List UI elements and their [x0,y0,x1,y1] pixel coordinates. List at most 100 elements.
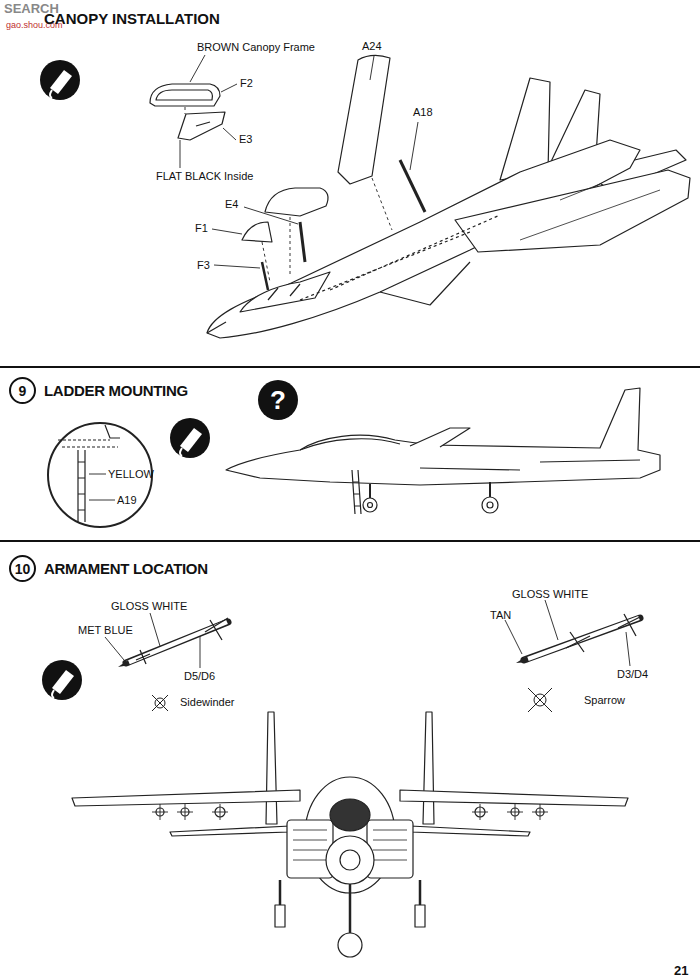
line-art [423,712,434,824]
section-heading: CANOPY INSTALLATION [44,10,220,27]
part-number: F2 [240,77,253,90]
line-art [268,284,300,300]
part-number: E4 [225,198,238,211]
line-art [516,656,529,663]
jet-top-view [207,78,690,338]
step-number-text: ? [270,385,286,416]
line-art [338,933,362,957]
step-number-text: 9 [19,383,27,399]
line-art [363,498,377,512]
line-art [118,660,130,667]
part-number: E3 [239,133,252,146]
line-art [52,690,54,698]
line-art [136,618,228,664]
line-art [156,90,213,100]
line-art [240,272,330,312]
line-art [105,613,200,668]
line-art [180,140,181,168]
line-art [505,600,630,666]
line-art [180,448,182,456]
line-art [400,160,425,212]
part-number: A19 [117,494,137,507]
paint-note: YELLOW [108,468,154,481]
line-art [349,884,352,933]
line-art [352,470,361,514]
sparrow-missile [505,600,642,712]
line-art [0,540,700,542]
section-rules [0,367,700,541]
line-art [212,804,488,820]
line-art [150,84,220,106]
line-art [326,836,374,884]
line-art [300,439,400,450]
line-art [275,905,285,927]
line-art [0,366,700,368]
line-art [50,90,52,98]
line-art [52,670,74,694]
leader-lines [180,55,418,282]
missile-name: Sidewinder [180,696,234,709]
line-art [287,820,333,878]
line-art [482,497,498,513]
missile-name: Sparrow [584,694,625,707]
paint-note: MET BLUE [78,624,133,637]
line-art [212,229,242,234]
section-heading: LADDER MOUNTING [44,382,188,399]
line-art [152,804,548,820]
part-number: A18 [413,106,433,119]
page-number: 21 [674,964,688,979]
jet-front-view [72,712,628,957]
canopy-parts [150,55,425,290]
paint-note: GLOSS WHITE [111,600,187,613]
line-art [410,428,470,447]
line-art [40,60,80,100]
line-art [126,622,228,663]
line-art [221,84,237,92]
line-art [380,262,470,305]
question-symbol: ? [258,380,298,420]
line-art [410,122,418,170]
part-number: D3/D4 [617,668,648,681]
line-art [528,688,552,712]
line-art [244,207,298,224]
line-art [196,122,210,126]
line-art [266,712,277,824]
line-art [214,265,260,268]
line-art [105,425,120,438]
paint-note: TAN [490,609,511,622]
line-art [180,428,202,452]
line-art [185,107,392,282]
line-art [152,695,168,711]
section-heading: ARMAMENT LOCATION [44,560,208,577]
line-art [190,55,205,82]
line-art [207,322,226,333]
line-art [566,614,642,652]
line-art [265,188,328,216]
step-number: 10ARMAMENT LOCATION [9,555,36,582]
part-number: D5/D6 [184,670,215,683]
line-art [300,215,500,300]
paint-note: GLOSS WHITE [512,588,588,601]
line-art [42,660,82,700]
part-number: F3 [197,259,210,272]
line-art [78,450,85,522]
paint-note: FLAT BLACK Inside [156,170,253,183]
line-art [400,790,628,806]
line-art [178,112,225,140]
line-art [242,222,272,242]
line-art [370,56,374,80]
paint-icon [40,60,210,700]
line-art [58,440,118,447]
line-art [72,790,300,806]
line-art [330,799,370,831]
line-art [415,905,425,927]
line-art [223,128,236,140]
line-art [338,55,390,184]
paint-note: BROWN Canopy Frame [197,41,315,54]
step-number-text: 10 [15,561,31,577]
step-number: 9LADDER MOUNTING [9,377,36,404]
part-number: A24 [362,40,382,53]
part-number: F1 [195,222,208,235]
line-art [50,70,72,94]
